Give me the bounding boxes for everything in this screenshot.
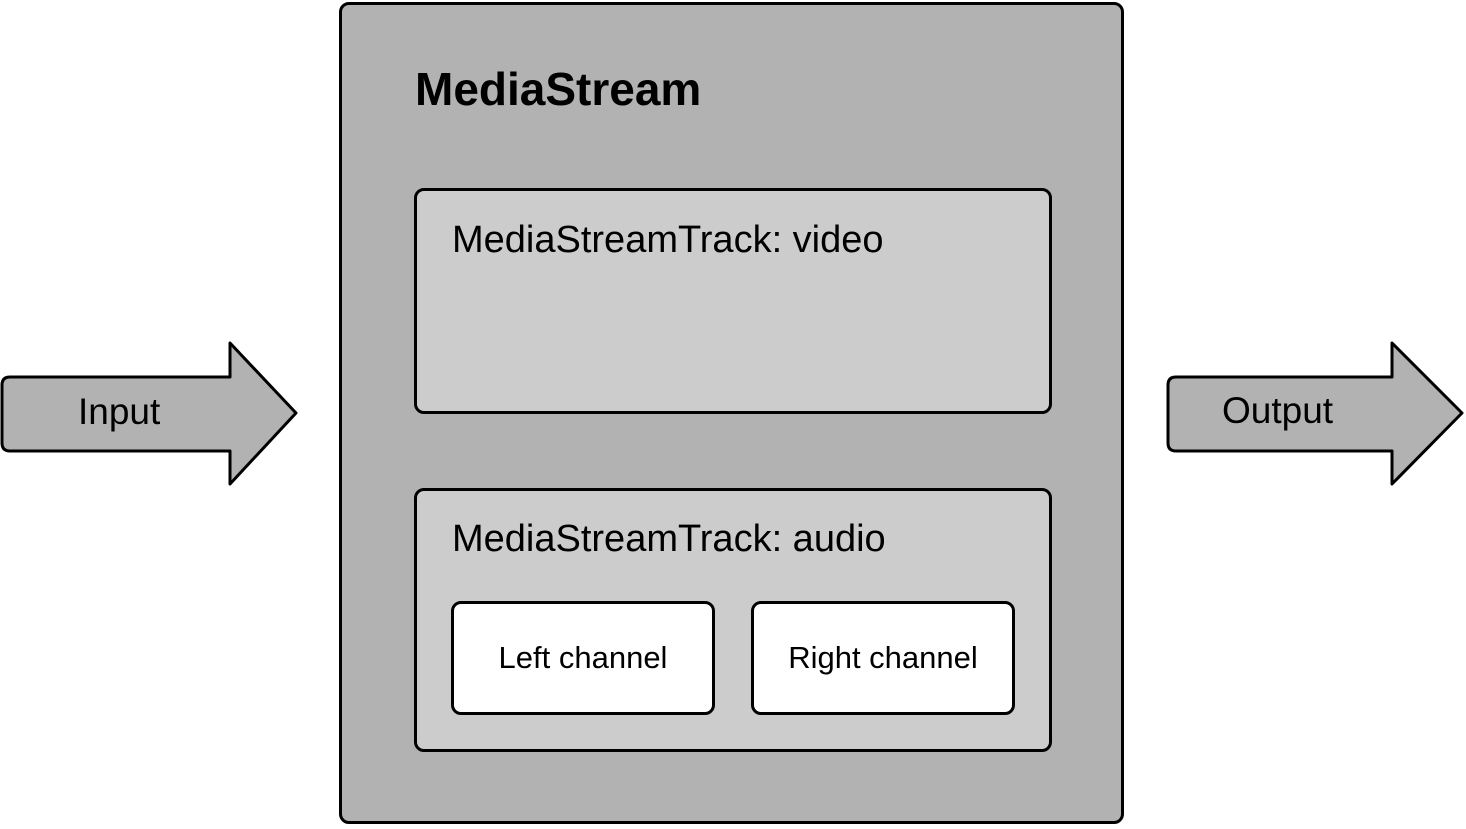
video-track-box xyxy=(414,188,1052,414)
input-arrow-icon xyxy=(0,341,298,486)
right-channel-box: Right channel xyxy=(751,601,1015,715)
audio-track-label: MediaStreamTrack: audio xyxy=(452,518,886,560)
video-track-label: MediaStreamTrack: video xyxy=(452,219,884,261)
left-channel-box: Left channel xyxy=(451,601,715,715)
input-label: Input xyxy=(78,391,161,432)
media-stream-title: MediaStream xyxy=(415,63,702,115)
output-arrow-icon xyxy=(1166,341,1464,486)
output-label: Output xyxy=(1222,390,1334,431)
